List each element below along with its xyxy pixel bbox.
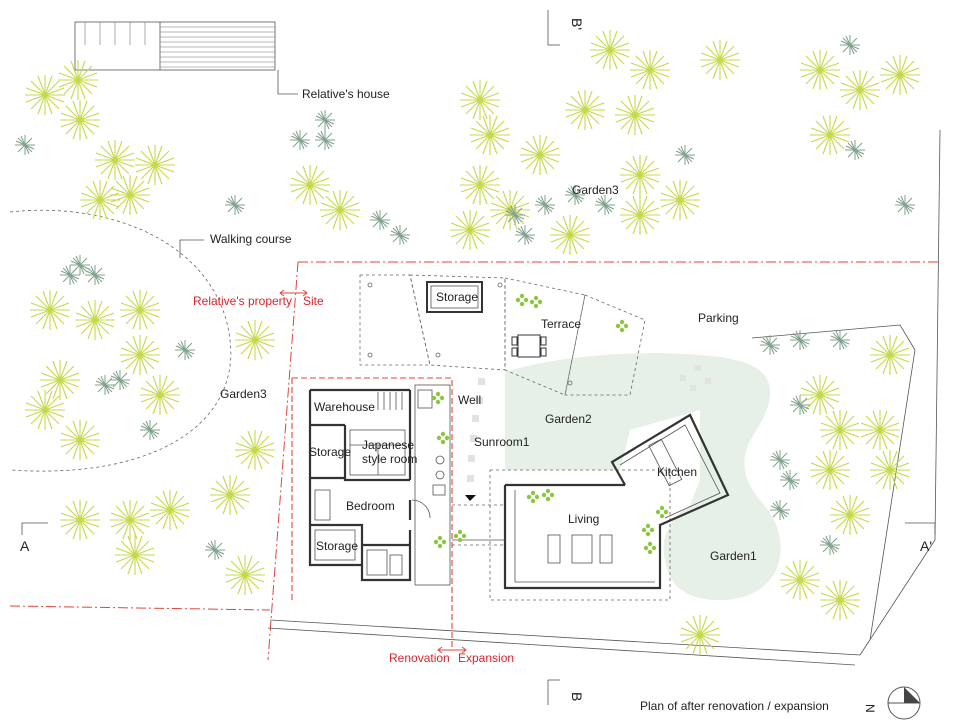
stepping-stones (467, 365, 711, 482)
terrace-table-set (511, 334, 547, 358)
label-walking-course: Walking course (210, 232, 292, 246)
label-expansion: Expansion (458, 651, 514, 665)
label-kitchen: Kitchen (657, 465, 697, 479)
existing-house-walls (308, 388, 412, 582)
site-boundary (9, 261, 940, 661)
label-relatives-house: Relative's house (302, 87, 390, 101)
label-japanese-room-1: Japanese (362, 438, 414, 452)
label-relatives-property: Relative's property (193, 294, 292, 308)
label-garden3-left: Garden3 (220, 387, 267, 401)
label-section-a-prime: A' (920, 538, 932, 554)
renovation-boundary (292, 377, 453, 650)
label-well: Well (458, 393, 481, 407)
label-warehouse: Warehouse (314, 400, 375, 414)
terrace-storage-box (426, 281, 483, 313)
living-kitchen-walls (503, 413, 730, 590)
label-japanese-room-2: style room (362, 452, 417, 466)
label-terrace: Terrace (541, 317, 581, 331)
garden-lawn (505, 353, 781, 600)
label-section-a: A (20, 538, 30, 554)
label-section-b-top: B' (569, 18, 585, 30)
relatives-house-outline (74, 21, 298, 95)
north-arrow (887, 686, 921, 720)
label-storage-low: Storage (316, 539, 358, 553)
label-storage-mid: Storage (309, 445, 351, 459)
label-garden2: Garden2 (545, 412, 592, 426)
trees-light (24, 29, 921, 656)
terrace-area (359, 274, 646, 396)
label-north: N (863, 704, 877, 713)
label-section-b-bottom: B (569, 692, 585, 701)
label-garden3-top: Garden3 (572, 183, 619, 197)
label-living: Living (568, 512, 599, 526)
walking-course-path (9, 209, 232, 472)
label-site: Site (303, 294, 324, 308)
plan-title: Plan of after renovation / expansion (640, 699, 829, 713)
label-bedroom: Bedroom (346, 499, 395, 513)
label-garden1: Garden1 (710, 549, 757, 563)
label-renovation: Renovation (389, 651, 450, 665)
label-sunroom: Sunroom1 (474, 435, 530, 449)
label-parking: Parking (698, 311, 739, 325)
label-storage-terrace: Storage (436, 290, 478, 304)
